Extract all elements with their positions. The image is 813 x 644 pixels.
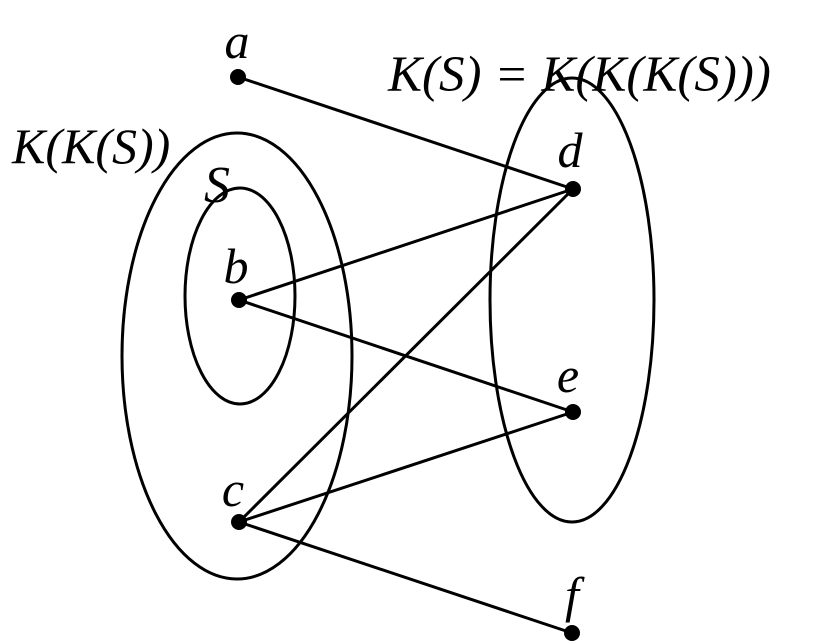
node-dot-e [565,404,581,420]
node-label-d: d [558,122,584,178]
edge-a-d [236,75,575,191]
edge-c-e [237,410,575,524]
sets-layer [120,76,656,581]
node-dot-a [230,69,246,85]
node-label-f: f [565,567,585,623]
node-dot-d [565,181,581,197]
node-dot-b [231,292,247,308]
node-label-c: c [222,461,244,517]
set-ellipse-KKS [120,131,354,581]
set-ellipse-KS [488,76,656,524]
edge-c-f [237,520,574,635]
set-label-S: S [204,157,230,214]
node-label-a: a [225,13,250,69]
node-label-b: b [224,238,249,294]
labels-layer: a b c d e f S K(K(S)) K(S) = K(K(K(S))) [11,13,771,623]
edge-b-d [237,187,575,302]
edges-layer [236,75,575,635]
set-label-KS: K(S) = K(K(K(S))) [387,47,771,103]
node-dot-c [231,514,247,530]
edge-c-d [237,187,575,524]
nodes-layer [230,69,581,641]
set-ellipse-S [183,186,297,406]
node-dot-f [564,625,580,641]
set-label-KKS: K(K(S)) [11,118,170,174]
node-label-e: e [557,347,579,403]
